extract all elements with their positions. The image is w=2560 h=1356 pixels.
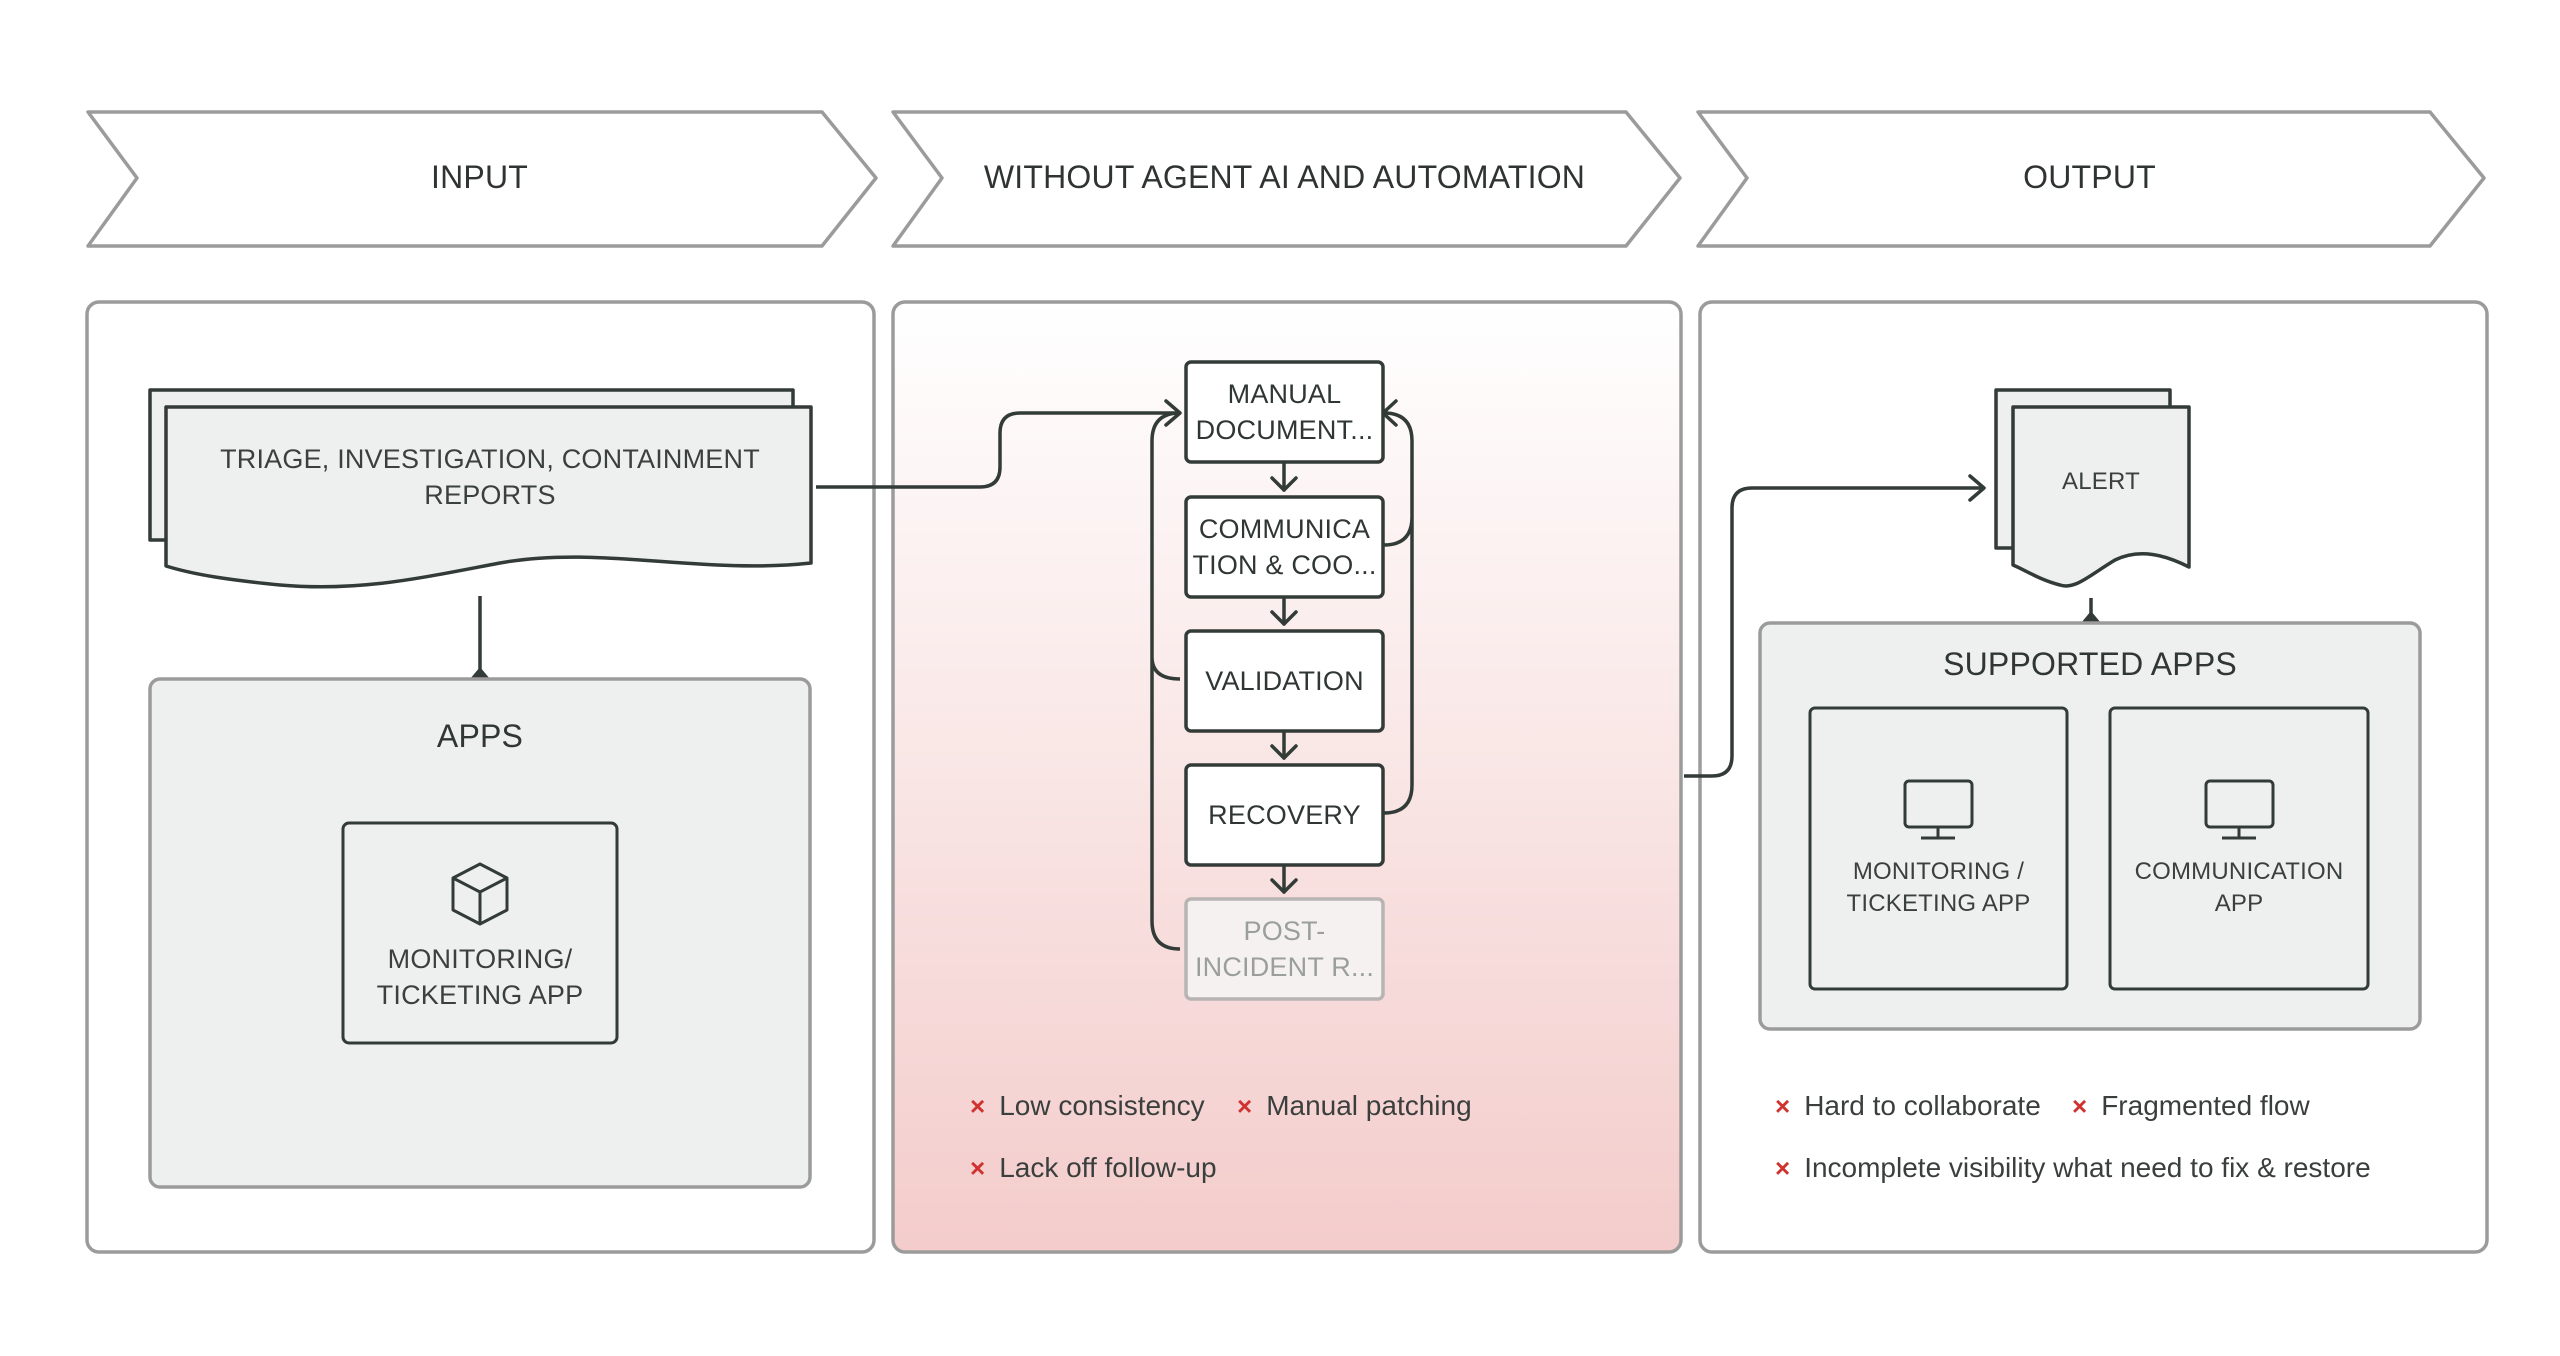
step-box-5 <box>1184 897 1385 1001</box>
monitor-icon <box>2204 779 2275 840</box>
issue-text: Incomplete visibility what need to fix &… <box>1804 1152 2371 1183</box>
issue-text: Fragmented flow <box>2101 1090 2310 1121</box>
monitoring-ticketing-card <box>1808 706 2069 991</box>
issue-incomplete-visibility: × Incomplete visibility what need to fix… <box>1775 1152 2371 1184</box>
monitoring-app-label: MONITORING/ TICKETING APP <box>376 943 584 1010</box>
step-validation: VALIDATION <box>1205 665 1364 696</box>
monitoring-ticketing-label: MONITORING / TICKETING APP <box>1846 857 2031 917</box>
input-to-process-arrow <box>816 411 1178 489</box>
step-communication: COMMUNICA TION & COO... <box>1192 513 1377 580</box>
step-post-incident: POST- INCIDENT R... <box>1194 915 1375 982</box>
left-loop-line <box>1150 411 1181 951</box>
issue-x-icon: × <box>1775 1152 1791 1183</box>
step-box-3 <box>1184 629 1385 733</box>
cube-icon <box>451 862 509 926</box>
issue-x-icon: × <box>1237 1090 1253 1121</box>
alert-label: ALERT <box>2062 467 2140 495</box>
issue-text: Manual patching <box>1266 1090 1472 1121</box>
supported-apps-title: SUPPORTED APPS <box>1943 646 2237 683</box>
communication-app-label: COMMUNICATION APP <box>2134 857 2344 917</box>
step-down-arrows <box>1270 462 1298 894</box>
report-document-label: TRIAGE, INVESTIGATION, CONTAINMENT REPOR… <box>220 443 760 510</box>
alert-document-icon <box>2011 405 2191 588</box>
header-middle: WITHOUT AGENT AI AND AUTOMATION <box>983 159 1586 196</box>
step-manual-documentation: MANUAL DOCUMENT... <box>1195 378 1374 445</box>
output-chevron <box>1696 110 2486 248</box>
monitoring-app-card <box>341 821 619 1045</box>
issue-x-icon: × <box>970 1090 986 1121</box>
step-box-1 <box>1184 360 1385 464</box>
issue-manual-patching: × Manual patching <box>1237 1090 1472 1122</box>
apps-title: APPS <box>436 718 524 755</box>
issue-text: Hard to collaborate <box>1804 1090 2041 1121</box>
step-box-4 <box>1184 763 1385 867</box>
monitor-icon <box>1903 779 1974 840</box>
report-document-icon <box>164 405 813 589</box>
input-chevron <box>86 110 878 248</box>
issue-x-icon: × <box>1775 1090 1791 1121</box>
middle-chevron <box>891 110 1682 248</box>
issue-x-icon: × <box>2072 1090 2088 1121</box>
right-loop-line <box>1383 411 1414 815</box>
process-to-output-arrow <box>1684 486 1982 778</box>
issue-lack-follow-up: × Lack off follow-up <box>970 1152 1217 1184</box>
arrowhead-output <box>1968 474 1986 502</box>
step-box-2 <box>1184 495 1385 599</box>
issue-text: Low consistency <box>999 1090 1205 1121</box>
issue-fragmented-flow: × Fragmented flow <box>2072 1090 2310 1122</box>
communication-app-card <box>2108 706 2370 991</box>
header-input: INPUT <box>431 159 528 196</box>
issue-text: Lack off follow-up <box>999 1152 1217 1183</box>
issue-low-consistency: × Low consistency <box>970 1090 1205 1122</box>
header-output: OUTPUT <box>2023 159 2156 196</box>
step-recovery: RECOVERY <box>1208 799 1361 830</box>
issue-hard-to-collaborate: × Hard to collaborate <box>1775 1090 2041 1122</box>
issue-x-icon: × <box>970 1152 986 1183</box>
